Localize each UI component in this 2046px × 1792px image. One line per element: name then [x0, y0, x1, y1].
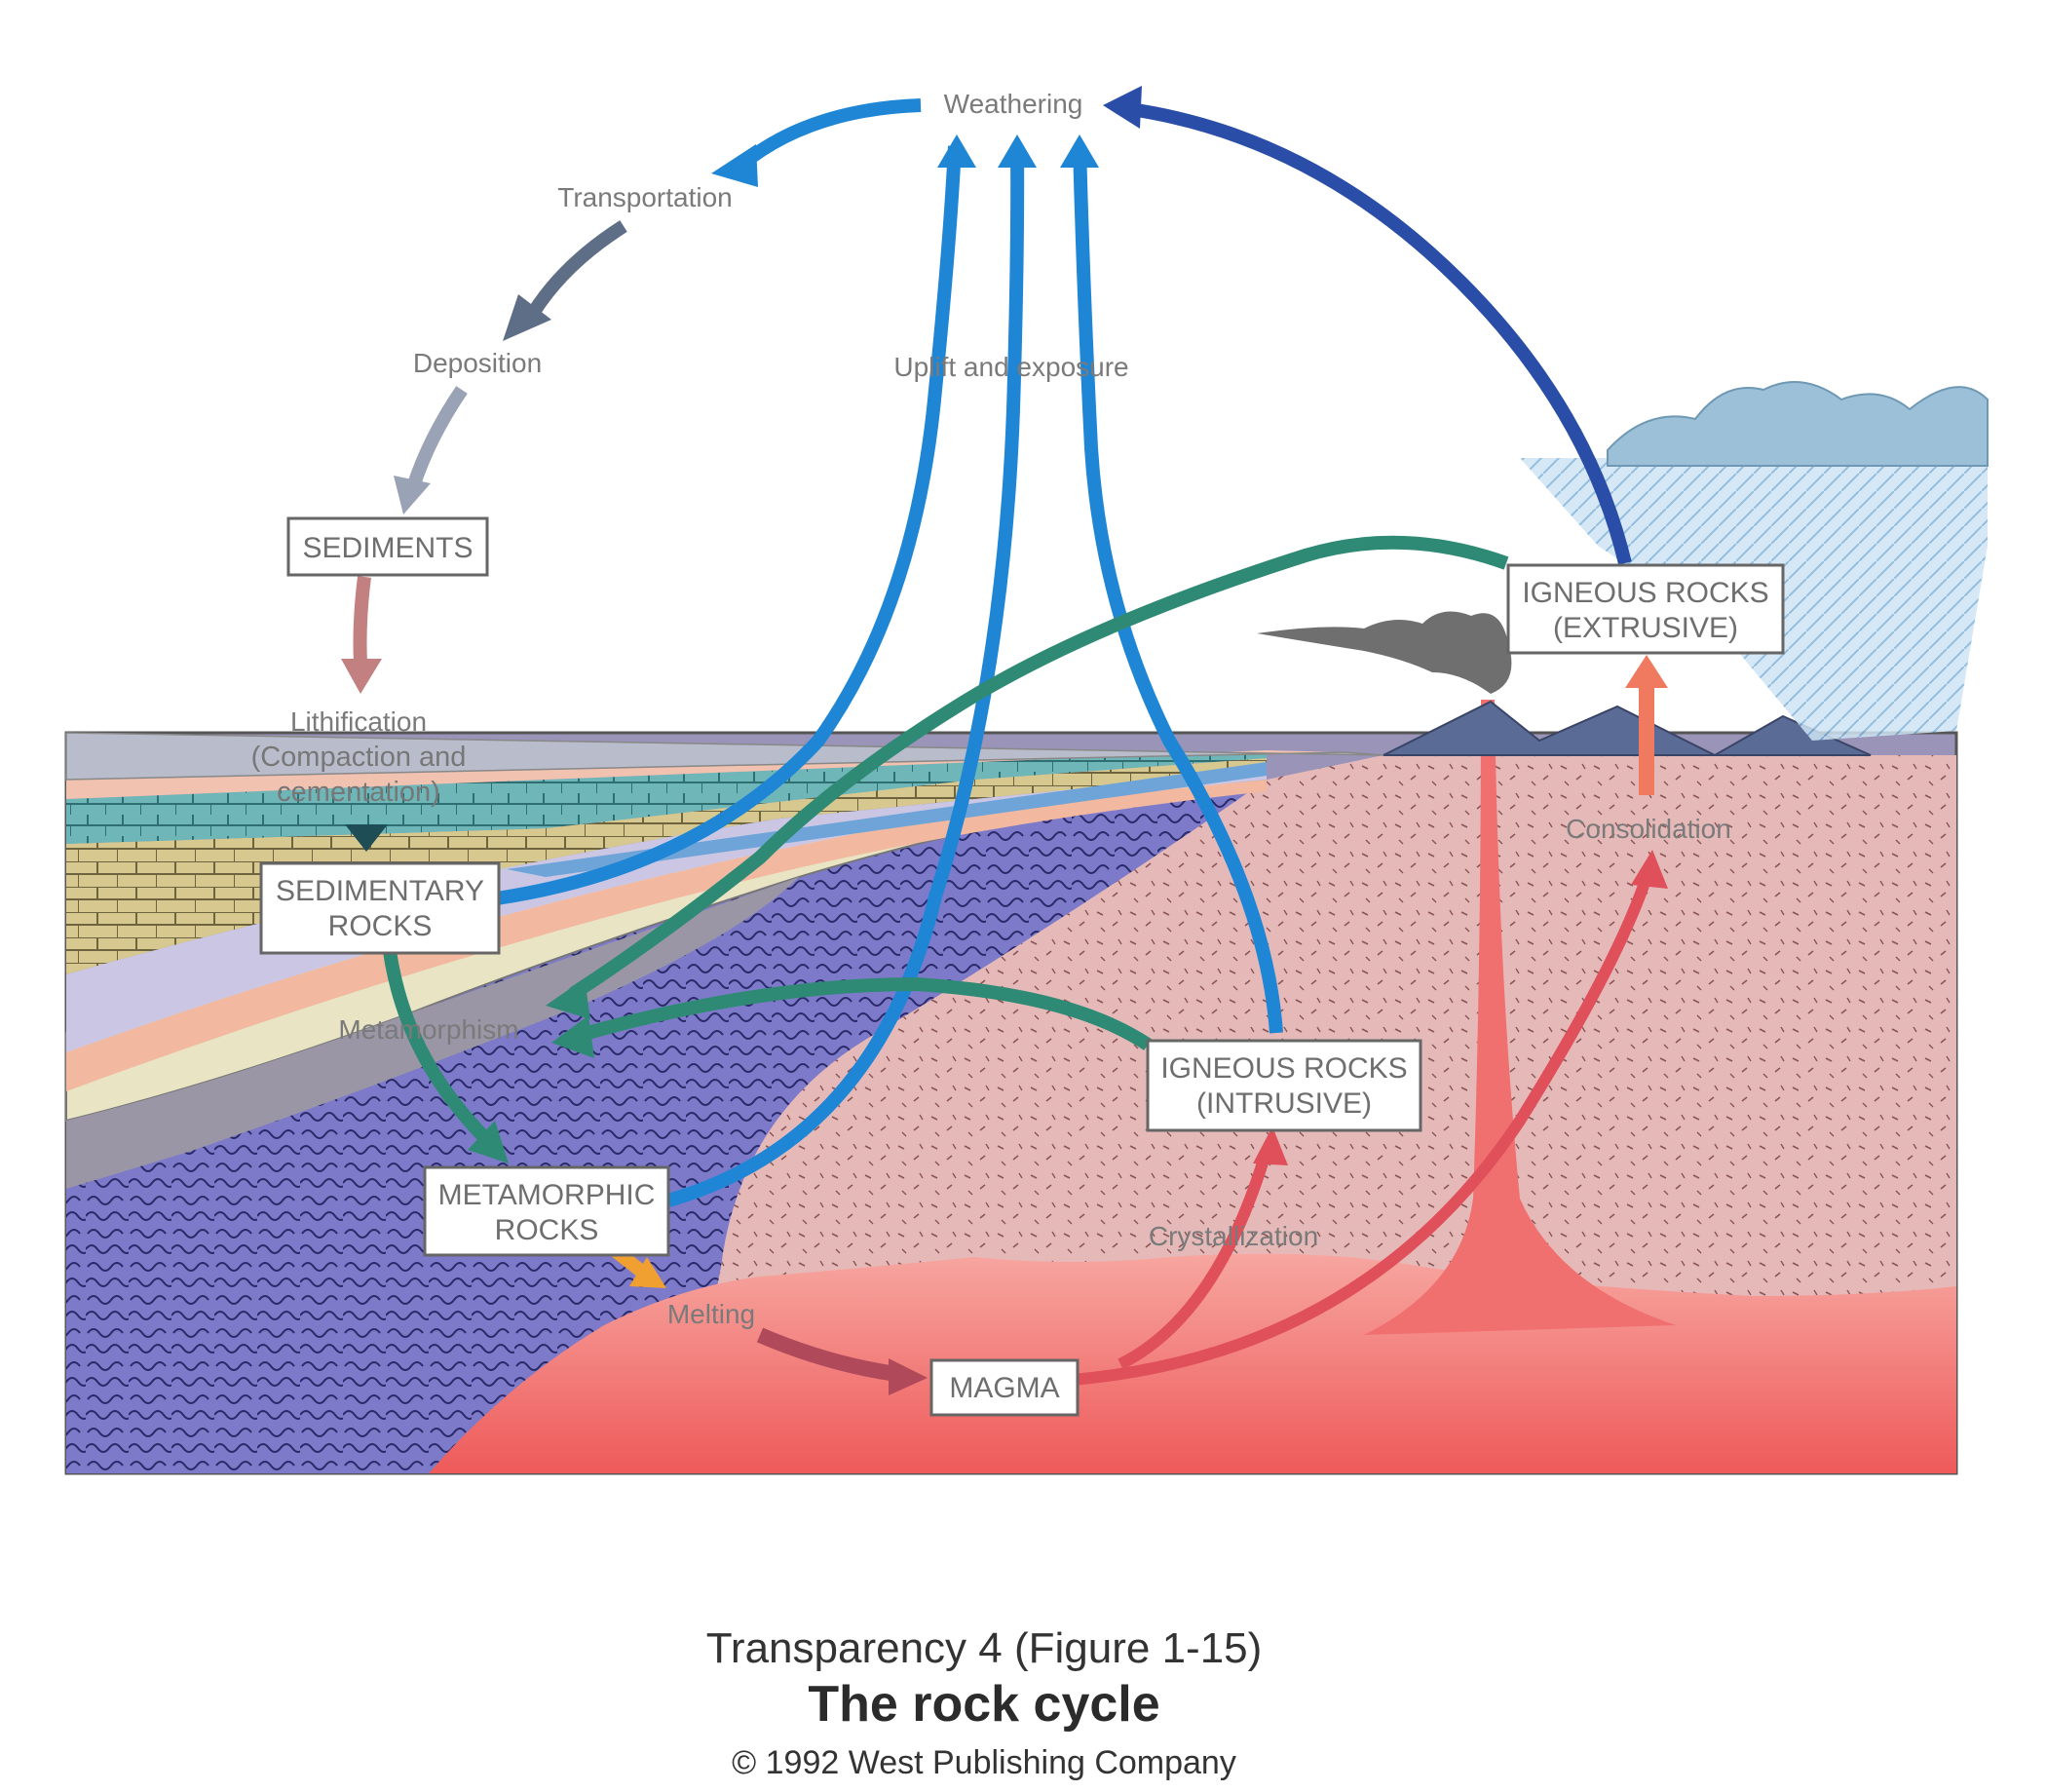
label-consolidation: Consolidation	[1566, 814, 1731, 844]
box-metamorphic-rocks: METAMORPHIC ROCKS	[423, 1165, 670, 1257]
arrow-sedimentary-metamorphic	[381, 934, 492, 1145]
box-sedimentary-label-1: SEDIMENTARY	[276, 875, 484, 907]
box-igneous-intrusive: IGNEOUS ROCKS (INTRUSIVE)	[1146, 1039, 1422, 1132]
box-magma: MAGMA	[929, 1358, 1080, 1417]
box-magma-label: MAGMA	[949, 1372, 1059, 1404]
grey-band	[66, 877, 799, 1189]
box-metamorphic-label-1: METAMORPHIC	[438, 1179, 656, 1211]
arrowhead-deposition	[503, 294, 551, 341]
box-sedimentary-label-2: ROCKS	[328, 910, 433, 942]
arrowhead-uplift-1	[937, 134, 976, 168]
arrowhead-transportation	[711, 144, 758, 187]
box-extrusive-label-2: (EXTRUSIVE)	[1553, 612, 1738, 644]
cloud	[1607, 381, 1989, 467]
label-deposition: Deposition	[413, 348, 542, 378]
arrowhead-melting	[629, 1257, 666, 1288]
arrowhead-sediments	[394, 476, 431, 515]
volcanoes	[1383, 700, 1872, 757]
box-intrusive-label-2: (INTRUSIVE)	[1196, 1087, 1372, 1120]
arrow-deposition-sediments	[406, 386, 468, 490]
box-igneous-extrusive: IGNEOUS ROCKS (EXTRUSIVE)	[1506, 563, 1785, 655]
arrow-uplift-from-intrusive	[1073, 145, 1283, 1034]
arrow-magma-intrusive	[1118, 1148, 1272, 1370]
arrow-sediments-lithification	[353, 576, 371, 664]
label-crystallization: Crystallization	[1149, 1221, 1318, 1251]
metamorphic-body	[66, 780, 1267, 1473]
process-labels: Weathering Transportation Deposition Upl…	[251, 89, 1731, 1329]
arrow-transportation-deposition	[528, 220, 627, 316]
volcano-smoke	[1257, 611, 1512, 694]
box-intrusive-label-1: IGNEOUS ROCKS	[1160, 1052, 1407, 1085]
arrow-melting-magma	[756, 1327, 898, 1382]
arrowhead-consolidation	[1631, 850, 1668, 889]
arrowhead-weathering	[1103, 86, 1142, 129]
arrow-extrusive-metamorphism	[569, 535, 1509, 1000]
label-lithification-1: Lithification	[290, 706, 427, 737]
arrow-uplift-from-sedimentary	[495, 145, 962, 905]
box-metamorphic-label-2: ROCKS	[495, 1214, 599, 1246]
box-sediments: SEDIMENTS	[286, 516, 489, 577]
label-lithification-3: cementation)	[277, 777, 440, 808]
arrow-weathering-transportation	[736, 98, 922, 172]
arrow-extrusive-weathering	[1128, 102, 1632, 565]
volcanic-conduit	[1364, 700, 1676, 1335]
arrowhead-sedimentary	[345, 824, 388, 852]
arrow-uplift-from-metamorphic	[666, 145, 1025, 1207]
arrowhead-uplift-3	[1060, 134, 1099, 168]
caption-copyright: © 1992 West Publishing Company	[732, 1744, 1236, 1781]
caption-title: The rock cycle	[808, 1676, 1159, 1733]
caption-transparency: Transparency 4 (Figure 1-15)	[706, 1624, 1263, 1672]
arrowhead-magma	[889, 1358, 928, 1395]
arrow-intrusive-metamorphism	[579, 976, 1152, 1050]
arrowhead-metamorphic	[468, 1121, 509, 1163]
label-weathering: Weathering	[944, 89, 1083, 119]
caption: Transparency 4 (Figure 1-15) The rock cy…	[706, 1624, 1263, 1781]
arrowhead-uplift-2	[998, 134, 1037, 168]
label-lithification-2: (Compaction and	[251, 742, 467, 773]
label-transportation: Transportation	[557, 182, 733, 212]
label-melting: Melting	[667, 1299, 755, 1329]
arrowhead-extrusive	[1625, 655, 1668, 688]
arrowhead-lithification	[341, 659, 382, 694]
arrowhead-intrusive	[1253, 1126, 1288, 1165]
cycle-arrows	[341, 86, 1668, 1395]
label-uplift: Uplift and exposure	[893, 352, 1128, 382]
box-sedimentary-rocks: SEDIMENTARY ROCKS	[259, 861, 501, 955]
arrow-magma-consolidation	[1071, 875, 1652, 1386]
arrowhead-metamorphism-1	[546, 978, 590, 1019]
label-metamorphism: Metamorphism	[338, 1014, 518, 1045]
sed-layer-blue	[507, 762, 1267, 877]
arrowhead-metamorphism-2	[551, 1015, 594, 1058]
box-sediments-label: SEDIMENTS	[302, 532, 473, 564]
box-extrusive-label-1: IGNEOUS ROCKS	[1522, 577, 1768, 609]
